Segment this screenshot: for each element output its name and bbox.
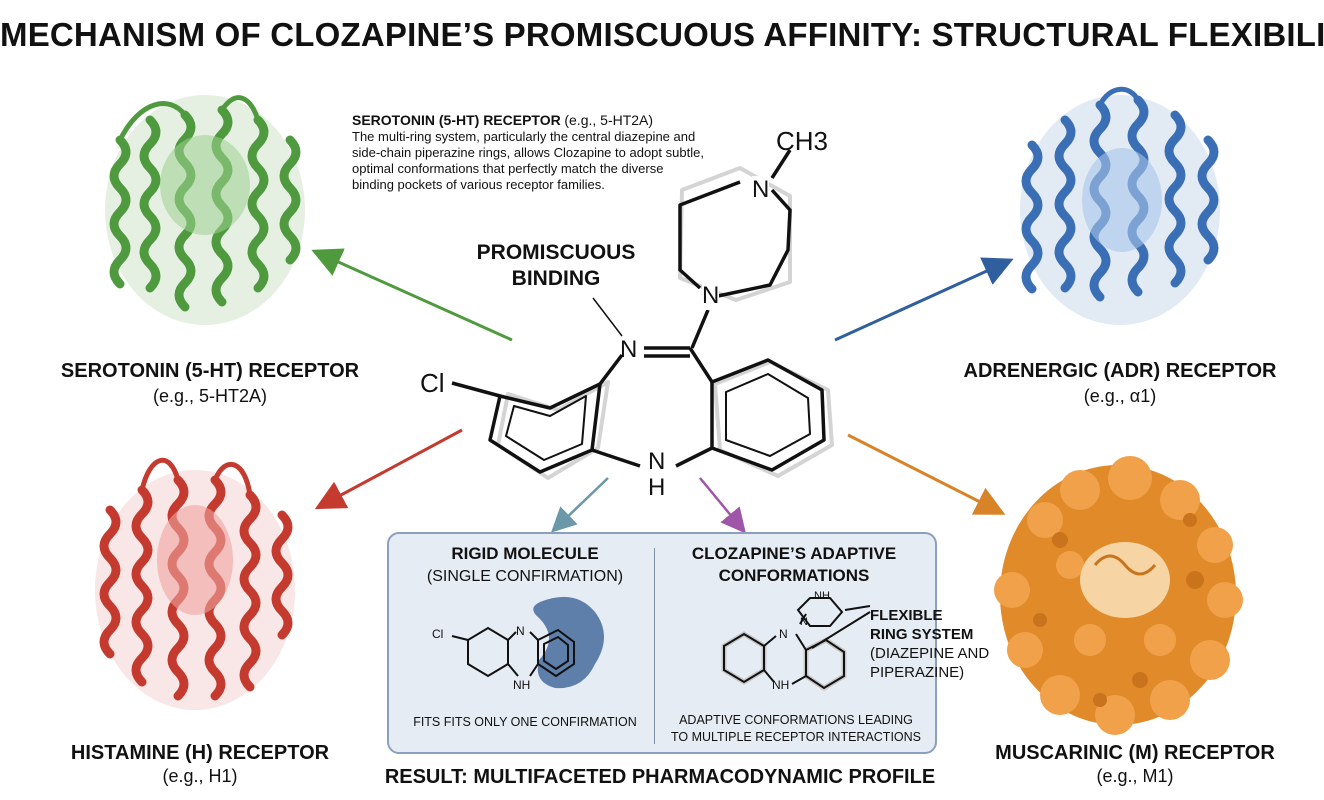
rigid-molecule-caption: FITS FITS ONLY ONE CONFIRMATION: [413, 715, 637, 729]
adaptive-heading-line2: CONFORMATIONS: [718, 566, 870, 585]
rigid-cl-label: Cl: [432, 627, 444, 641]
molecule-cl-label: Cl: [420, 368, 445, 398]
adrenergic-receptor-structure: [1020, 86, 1220, 325]
adrenergic-receptor-title: ADRENERGIC (ADR) RECEPTOR: [963, 360, 1277, 382]
arrow-to-adrenergic: [834, 257, 1014, 342]
molecule-nh-h-label: H: [648, 474, 666, 501]
serotonin-receptor-structure: [105, 95, 305, 325]
flexible-ring-label: FLEXIBLE RING SYSTEM (DIAZEPINE AND PIPE…: [870, 606, 989, 682]
result-label: RESULT: MULTIFACETED PHARMACODYNAMIC PRO…: [384, 766, 936, 788]
adaptive-caption-line2: TO MULTIPLE RECEPTOR INTERACTIONS: [670, 730, 922, 744]
histamine-receptor-title: HISTAMINE (H) RECEPTOR: [70, 742, 330, 764]
molecule-pip-n1-label: N: [752, 176, 770, 204]
adrenergic-receptor-example: (e.g., α1): [1083, 386, 1157, 406]
arrow-to-muscarinic: [847, 433, 1006, 515]
note-heading-sub: (e.g., 5-HT2A): [564, 112, 654, 128]
serotonin-receptor-example: (e.g., 5-HT2A): [152, 386, 268, 406]
rigid-n-label: N: [516, 624, 525, 638]
rigid-molecule-subheading: (SINGLE CONFIRMATION): [426, 568, 624, 585]
flex-line2: RING SYSTEM: [870, 626, 974, 643]
muscarinic-receptor-structure: [994, 456, 1243, 735]
molecule-nh-n-label: N: [648, 448, 666, 475]
flex-line4: PIPERAZINE): [870, 664, 965, 681]
arrow-to-rigid-molecule: [550, 477, 609, 533]
rigid-nh-label: NH: [513, 678, 531, 692]
adaptive-nh-label: NH: [772, 678, 790, 692]
muscarinic-receptor-title: MUSCARINIC (M) RECEPTOR: [995, 742, 1275, 764]
note-body: The multi-ring system, particularly the …: [352, 129, 704, 192]
note-heading: SEROTONIN (5-HT) RECEPTOR: [352, 112, 561, 128]
adaptive-heading-line1: CLOZAPINE’S ADAPTIVE: [691, 544, 897, 563]
histamine-receptor-structure: [95, 457, 295, 710]
promiscuous-line1: PROMISCUOUS: [476, 241, 636, 264]
flex-line1: FLEXIBLE: [870, 607, 943, 624]
molecule-n-label: N: [620, 336, 638, 363]
arrow-to-histamine: [314, 428, 463, 510]
arrow-to-serotonin: [311, 248, 513, 342]
arrow-to-adaptive-conformations: [699, 477, 746, 534]
promiscuous-pointer: [592, 297, 623, 337]
adaptive-pip-n-label: N: [800, 616, 808, 628]
adaptive-n-label: N: [779, 627, 788, 641]
adaptive-caption-line1: ADAPTIVE CONFORMATIONS LEADING: [679, 713, 913, 727]
serotonin-receptor-title: SEROTONIN (5-HT) RECEPTOR: [60, 360, 360, 382]
molecule-pip-n2-label: N: [702, 282, 720, 310]
molecule-methyl-label: CH3: [776, 126, 829, 156]
muscarinic-receptor-example: (e.g., M1): [1096, 766, 1174, 786]
adaptive-pip-nh-label: NH: [814, 590, 830, 602]
flex-line3: (DIAZEPINE AND: [870, 645, 990, 662]
page-title: MECHANISM OF CLOZAPINE’S PROMISCUOUS AFF…: [0, 16, 1324, 53]
serotonin-note: SEROTONIN (5-HT) RECEPTOR (e.g., 5-HT2A)…: [352, 112, 704, 193]
clozapine-molecule: [451, 149, 834, 480]
rigid-molecule-heading: RIGID MOLECULE: [451, 544, 599, 563]
promiscuous-line2: BINDING: [511, 267, 601, 290]
histamine-receptor-example: (e.g., H1): [162, 766, 238, 786]
panel-divider: [654, 548, 655, 744]
promiscuous-binding-label: PROMISCUOUS BINDING: [462, 240, 650, 292]
